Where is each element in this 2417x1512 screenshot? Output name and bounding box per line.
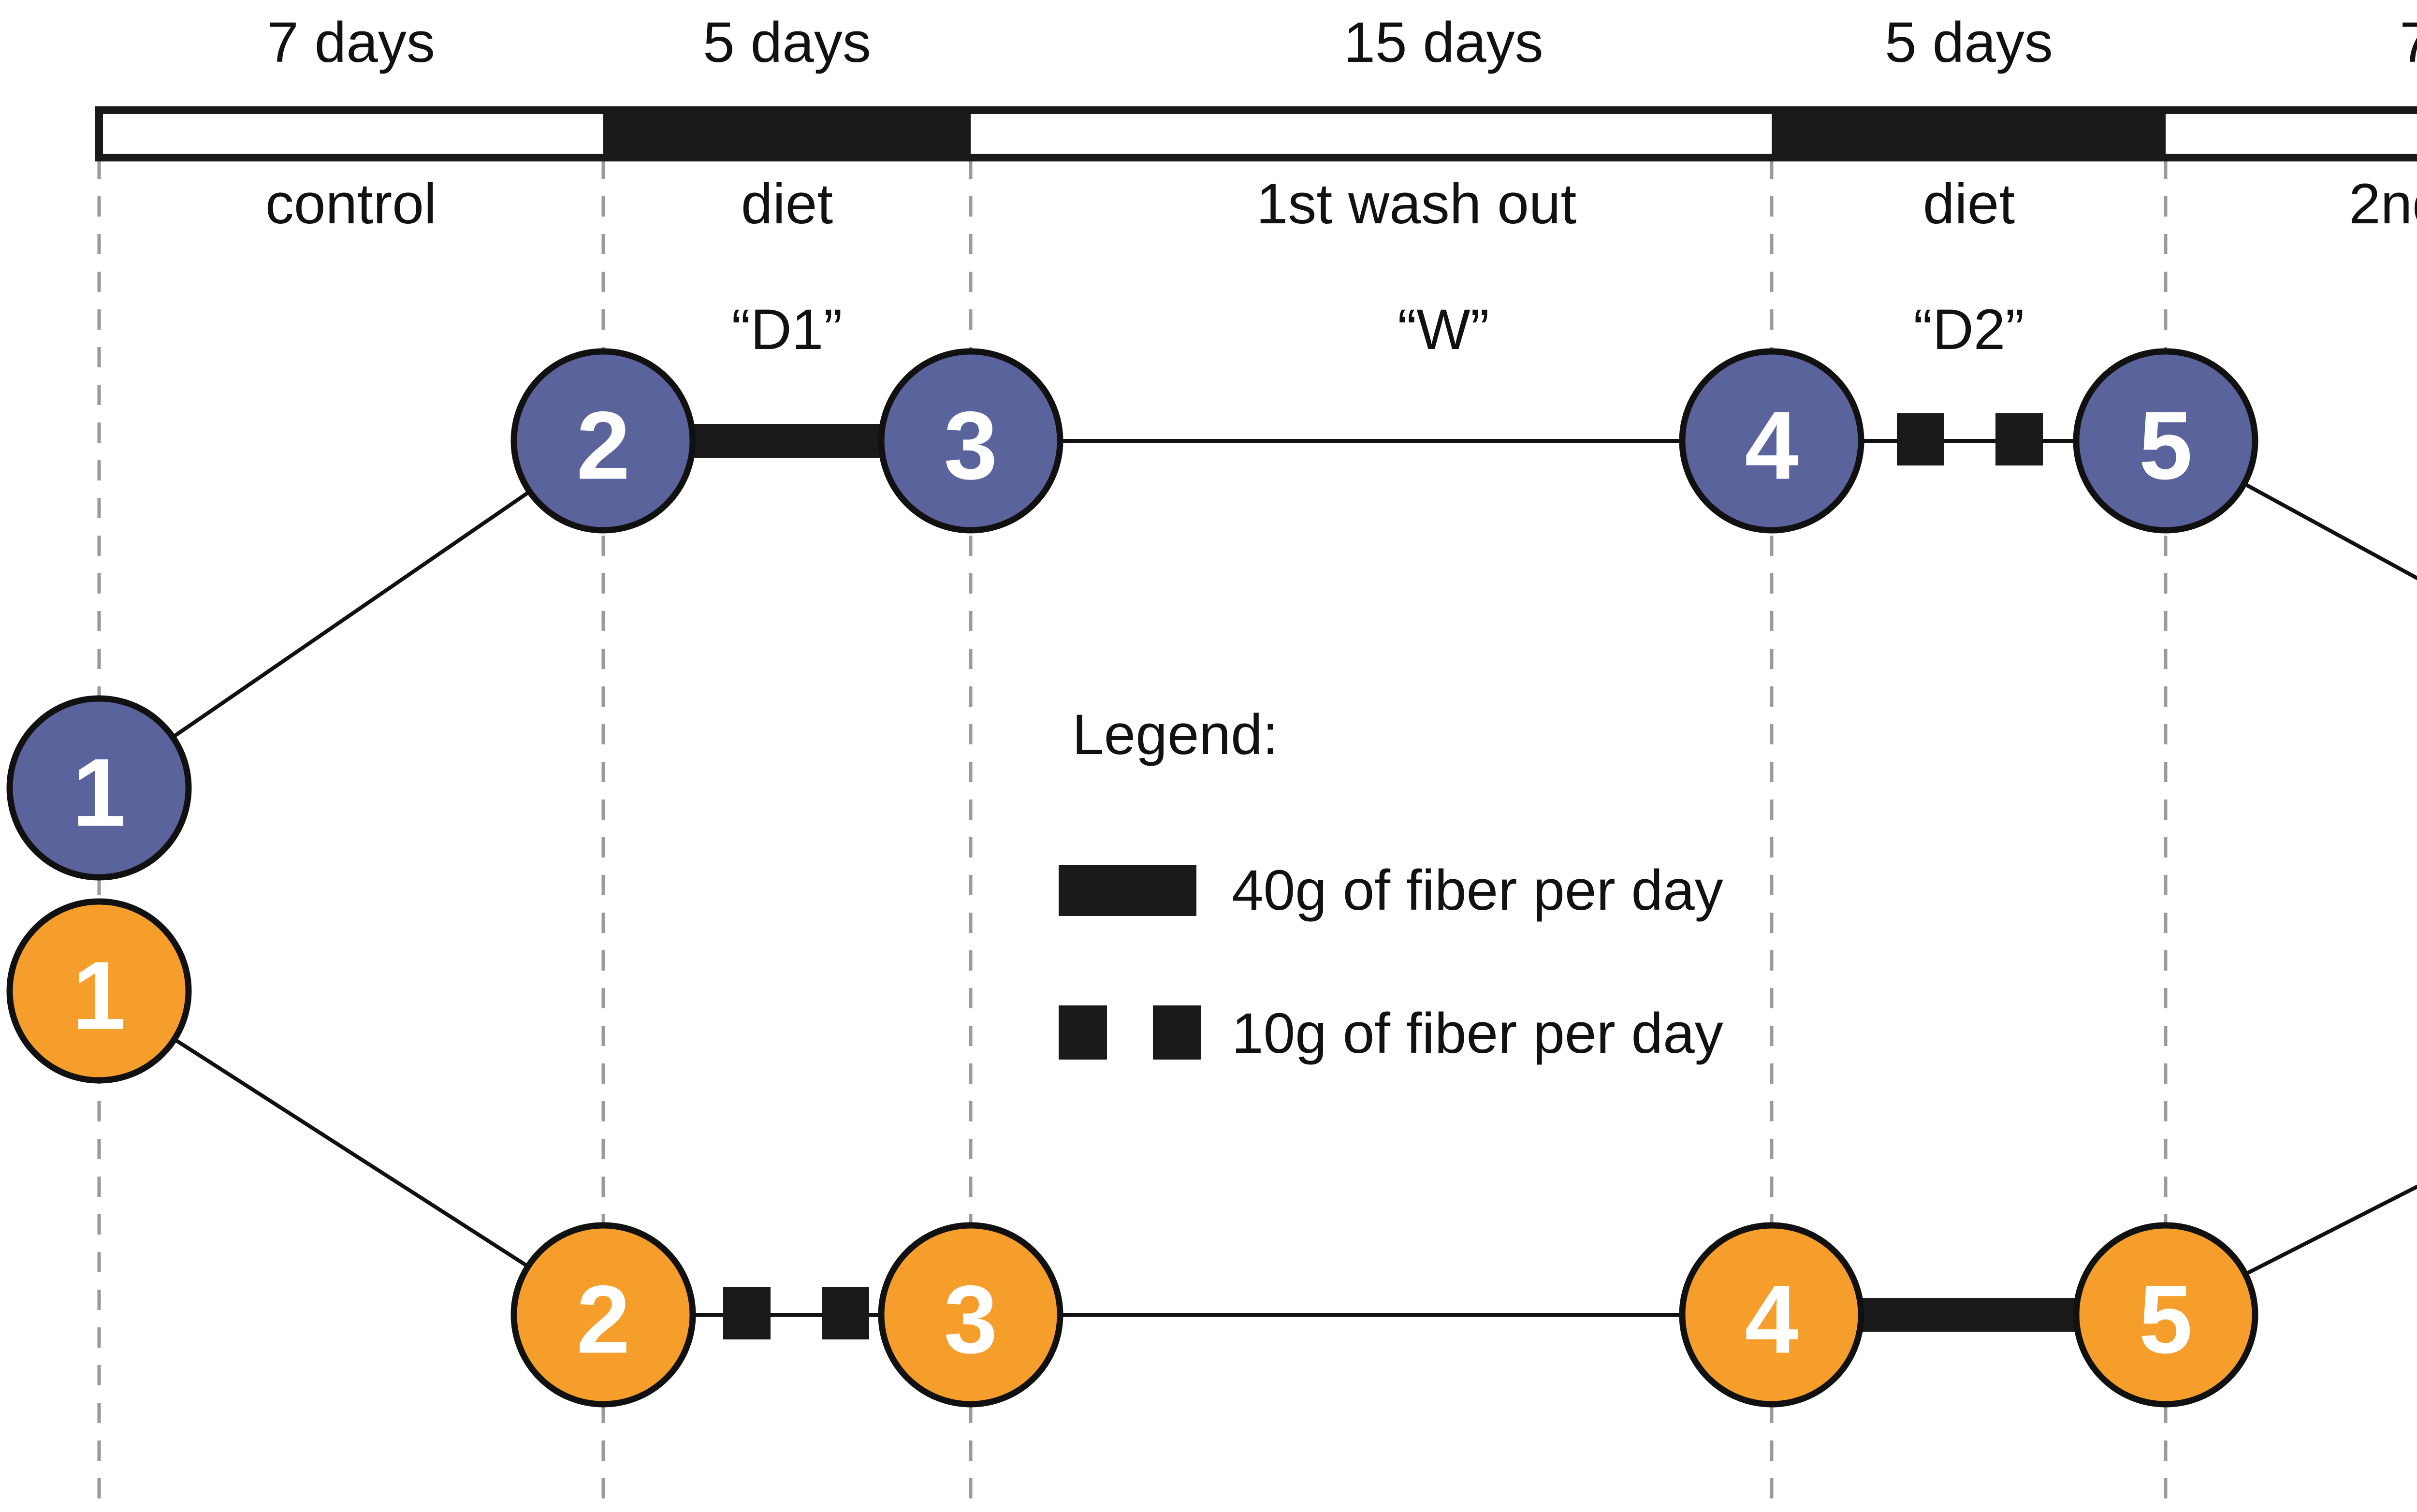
phase-label-diet-2: diet xyxy=(1923,172,2015,236)
node-blue-5-circle[interactable] xyxy=(2073,348,2258,534)
node-blue-2-label: 2 xyxy=(576,392,630,500)
legend-row-10g: 10g of fiber per day xyxy=(1059,1002,1723,1065)
link-blue-1-2 xyxy=(98,439,605,790)
legend-label-10g: 10g of fiber per day xyxy=(1232,1002,1723,1065)
timeline-segment-control xyxy=(99,115,603,153)
duration-label-p3: 15 days xyxy=(1343,11,1543,74)
phase-code-d1: “D1” xyxy=(731,298,842,362)
legend-label-40g: 40g of fiber per day xyxy=(1232,858,1723,922)
node-orange-3-label: 3 xyxy=(944,1266,997,1374)
node-blue-4-circle[interactable] xyxy=(1679,348,1864,534)
node-blue-4[interactable]: 4 xyxy=(1679,348,1864,534)
arm-blue-nodes: 1 2 3 4 5 6 xyxy=(6,348,2258,881)
timeline-bar xyxy=(95,106,2417,161)
link-blue-5-6 xyxy=(2165,439,2417,581)
duration-label-p5: 7 days xyxy=(2400,11,2417,74)
phase-code-labels: “D1” “W” “D2” xyxy=(731,298,2024,362)
duration-labels: 7 days 5 days 15 days 5 days 7 days xyxy=(267,11,2417,74)
legend-title: Legend: xyxy=(1072,703,1279,767)
phase-label-diet-1: diet xyxy=(741,172,833,236)
node-blue-5-label: 5 xyxy=(2139,392,2192,500)
node-blue-2-circle[interactable] xyxy=(510,348,696,534)
node-orange-2-label: 2 xyxy=(576,1266,630,1374)
timeline-segment-diet-1 xyxy=(603,110,971,158)
phase-code-w: “W” xyxy=(1398,298,1489,362)
timeline-segment-washout-2 xyxy=(2166,115,2417,153)
dash-square-orange-a xyxy=(723,1287,771,1339)
duration-label-p2: 5 days xyxy=(703,11,871,74)
timeline-segment-washout-1 xyxy=(971,115,1772,153)
node-orange-5[interactable]: 5 xyxy=(2073,1222,2258,1408)
timeline-bar-outline xyxy=(95,106,2417,161)
legend-swatch-dashed-square-b xyxy=(1153,1005,1201,1060)
legend-swatch-solid-bar xyxy=(1059,865,1196,916)
link-orange-5-6 xyxy=(2165,1184,2417,1317)
node-blue-3-label: 3 xyxy=(944,392,997,500)
node-blue-3[interactable]: 3 xyxy=(878,348,1063,534)
duration-label-p4: 5 days xyxy=(1885,11,2053,74)
gridline-group xyxy=(97,121,2168,1503)
legend: Legend: 40g of fiber per day 10g of fibe… xyxy=(1059,703,1723,1065)
dash-square-orange-b xyxy=(822,1287,869,1339)
link-orange-1-2 xyxy=(98,989,605,1317)
dash-square-blue-a xyxy=(1897,413,1944,465)
node-blue-2[interactable]: 2 xyxy=(510,348,696,534)
arm-orange-nodes: 1 2 3 4 5 6 xyxy=(6,898,2258,1408)
phase-label-washout-1: 1st wash out xyxy=(1256,172,1576,236)
node-orange-2-circle[interactable] xyxy=(510,1222,696,1408)
phase-label-washout-2: 2nd wash out xyxy=(2349,172,2417,236)
legend-row-40g: 40g of fiber per day xyxy=(1059,858,1723,922)
node-blue-4-label: 4 xyxy=(1745,392,1798,500)
node-orange-4-label: 4 xyxy=(1745,1266,1798,1374)
node-blue-1-circle[interactable] xyxy=(6,695,192,881)
node-orange-1-label: 1 xyxy=(72,942,126,1050)
duration-label-p1: 7 days xyxy=(267,11,435,74)
node-orange-3-circle[interactable] xyxy=(878,1222,1063,1408)
node-blue-5[interactable]: 5 xyxy=(2073,348,2258,534)
phase-code-d2: “D2” xyxy=(1913,298,2024,362)
node-orange-3[interactable]: 3 xyxy=(878,1222,1063,1408)
phase-label-control: control xyxy=(265,172,437,236)
node-orange-1[interactable]: 1 xyxy=(6,898,192,1084)
node-orange-5-label: 5 xyxy=(2139,1266,2192,1374)
node-blue-1-label: 1 xyxy=(72,739,126,847)
dash-square-blue-b xyxy=(1995,413,2043,465)
node-orange-4[interactable]: 4 xyxy=(1679,1222,1864,1408)
node-orange-5-circle[interactable] xyxy=(2073,1222,2258,1408)
node-blue-3-circle[interactable] xyxy=(878,348,1063,534)
node-orange-2[interactable]: 2 xyxy=(510,1222,696,1408)
node-blue-1[interactable]: 1 xyxy=(6,695,192,881)
timeline-segment-diet-2 xyxy=(1772,110,2166,158)
phase-labels: control diet 1st wash out diet 2nd wash … xyxy=(265,172,2417,236)
legend-swatch-dashed-square-a xyxy=(1059,1005,1107,1060)
node-orange-4-circle[interactable] xyxy=(1679,1222,1864,1408)
node-orange-1-circle[interactable] xyxy=(6,898,192,1084)
